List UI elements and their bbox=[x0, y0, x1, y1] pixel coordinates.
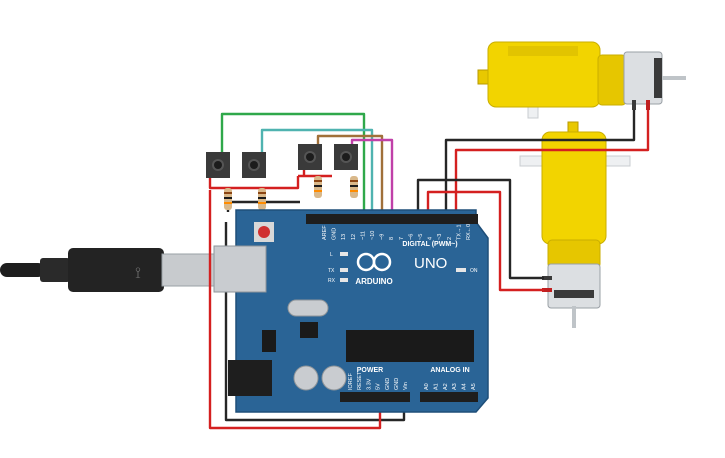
digital-pin-label: 7 bbox=[399, 237, 405, 240]
power-pin-label: GND bbox=[385, 378, 391, 390]
digital-pin-label: 13 bbox=[341, 234, 347, 240]
push-button-4[interactable] bbox=[334, 144, 358, 170]
l-led-label: L bbox=[330, 252, 333, 258]
digital-pin-label: ~10 bbox=[370, 231, 376, 240]
push-button-1[interactable] bbox=[206, 152, 230, 178]
usb-cable: ⟟ bbox=[0, 248, 221, 292]
analog-header-label: ANALOG IN bbox=[430, 367, 469, 374]
power-pin-label: 3.3V bbox=[366, 378, 372, 390]
analog-pin-label: A1 bbox=[433, 383, 439, 390]
digital-pin-label: AREF bbox=[322, 225, 328, 240]
push-button-2[interactable] bbox=[242, 152, 266, 178]
digital-pin-label: ~11 bbox=[360, 231, 366, 240]
digital-pin-label: ~6 bbox=[408, 234, 414, 240]
usb-icon: ⟟ bbox=[135, 265, 141, 282]
power-pin-label: 5V bbox=[376, 383, 382, 390]
analog-pin-label: A3 bbox=[452, 383, 458, 390]
analog-pin-label: A2 bbox=[443, 383, 449, 390]
resistor-3[interactable] bbox=[314, 176, 322, 198]
resistor-1[interactable] bbox=[224, 188, 232, 210]
on-led-label: ON bbox=[470, 268, 478, 274]
digital-pin-label: RX←0 bbox=[466, 224, 472, 240]
power-pin-label: Vin bbox=[403, 382, 409, 390]
reset-button[interactable] bbox=[258, 226, 270, 238]
digital-header-label: DIGITAL (PWM~) bbox=[402, 241, 457, 248]
power-pin-label: RESET bbox=[357, 371, 363, 390]
analog-pin-label: A5 bbox=[471, 383, 477, 390]
power-header-label: POWER bbox=[357, 367, 383, 374]
digital-pin-label: GND bbox=[332, 228, 338, 240]
resistor-2[interactable] bbox=[258, 188, 266, 210]
dc-motor-top[interactable] bbox=[477, 41, 686, 119]
digital-pin-label: TX→1 bbox=[456, 224, 462, 240]
power-pin-label: IOREF bbox=[348, 373, 354, 390]
analog-pin-label: A0 bbox=[424, 383, 430, 390]
digital-pin-label: 12 bbox=[351, 234, 357, 240]
arduino-uno-board[interactable] bbox=[213, 209, 489, 413]
board-brand: ARDUINO bbox=[355, 277, 392, 286]
tx-led-label: TX bbox=[328, 268, 335, 274]
digital-pin-label: 4 bbox=[428, 237, 434, 240]
resistor-4[interactable] bbox=[350, 176, 358, 198]
digital-pin-label: ~5 bbox=[418, 234, 424, 240]
rx-led-label: RX bbox=[328, 278, 336, 284]
analog-pin-label: A4 bbox=[462, 383, 468, 390]
dc-motor-right[interactable] bbox=[519, 121, 631, 328]
digital-pin-label: ~3 bbox=[437, 234, 443, 240]
push-button-3[interactable] bbox=[298, 144, 322, 170]
digital-pin-label: 8 bbox=[389, 237, 395, 240]
board-model: UNO bbox=[414, 255, 447, 272]
digital-pin-label: ~9 bbox=[380, 234, 386, 240]
digital-pin-label: 2 bbox=[447, 237, 453, 240]
power-pin-label: GND bbox=[394, 378, 400, 390]
